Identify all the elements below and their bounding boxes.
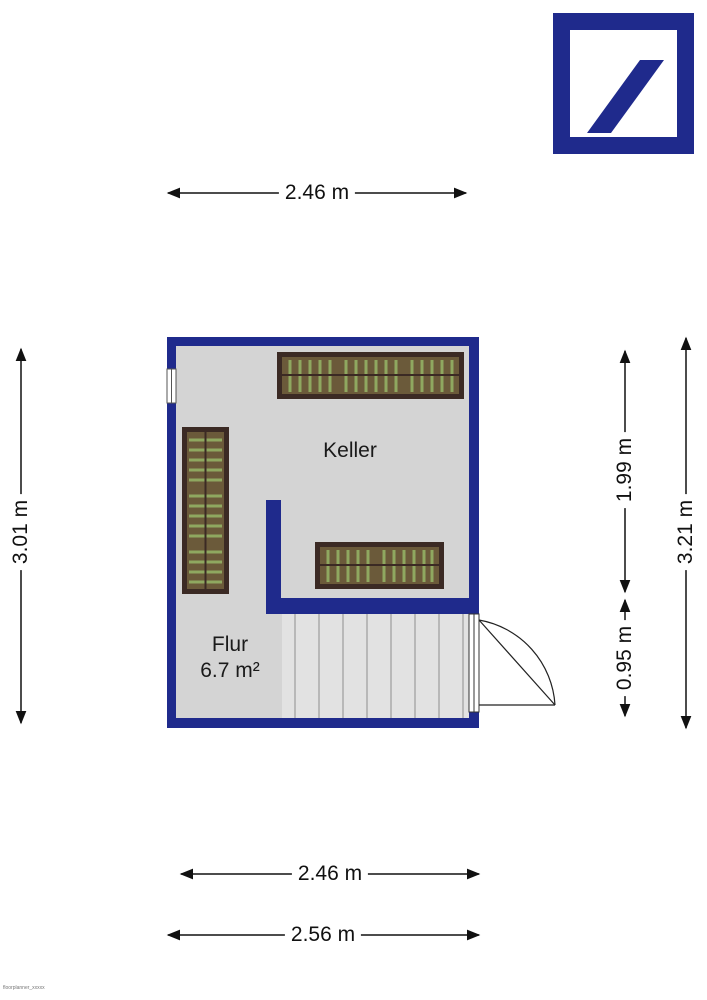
dim-label-right-total: 3.21 m (674, 493, 698, 571)
window-left (166, 368, 177, 404)
logo-slash-icon (587, 60, 664, 133)
footer-note: floorplanner_xxxxx (3, 985, 45, 991)
dim-label-bottom-inner: 2.46 m (291, 862, 369, 886)
room-area-flur: 6.7 m² (200, 659, 260, 682)
dim-label-top: 2.46 m (278, 181, 356, 205)
room-name-flur: Flur (211, 633, 249, 656)
dim-label-right-upper: 1.99 m (613, 431, 637, 509)
walls (167, 337, 479, 728)
dim-label-right-lower: 0.95 m (613, 619, 637, 697)
room-label-flur: Flur 6.7 m² (180, 632, 280, 684)
shelf-middle (315, 542, 444, 589)
staircase (282, 614, 472, 718)
shelf-left (182, 427, 229, 594)
dim-label-left: 3.01 m (9, 493, 33, 571)
shelf-top (277, 352, 464, 399)
dim-label-bottom-outer: 2.56 m (284, 923, 362, 947)
room-label-keller: Keller (323, 439, 377, 462)
door-right (468, 613, 556, 713)
deutsche-bank-logo (553, 13, 694, 154)
